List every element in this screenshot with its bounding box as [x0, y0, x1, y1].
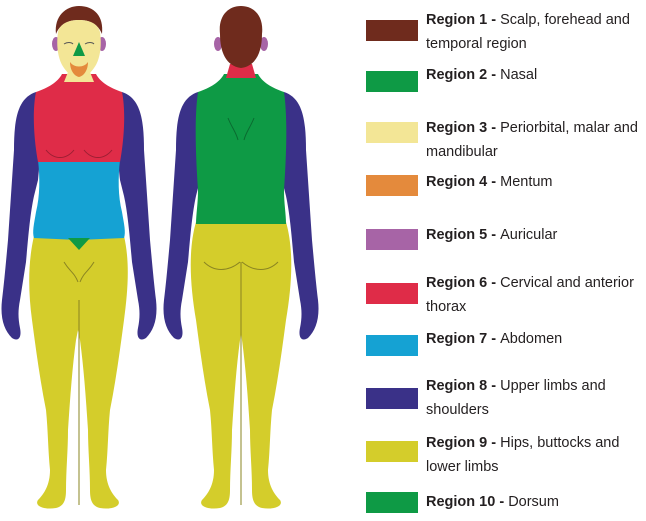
legend-swatch — [366, 175, 418, 196]
legend-swatch — [366, 122, 418, 143]
legend-swatch — [366, 229, 418, 250]
legend-text: Region 10 - Dorsum — [426, 490, 644, 514]
legend-text: Region 2 - Nasal — [426, 63, 644, 87]
legend-swatch — [366, 283, 418, 304]
legend-text: Region 9 - Hips, buttocks and lower limb… — [426, 431, 644, 479]
legend-text: Region 8 - Upper limbs and shoulders — [426, 374, 644, 422]
legend-swatch — [366, 492, 418, 513]
legend-swatch — [366, 388, 418, 409]
legend-text: Region 3 - Periorbital, malar and mandib… — [426, 116, 644, 164]
legend-text: Region 1 - Scalp, forehead and temporal … — [426, 8, 644, 56]
legend-swatch — [366, 441, 418, 462]
legend-swatch — [366, 71, 418, 92]
legend-text: Region 6 - Cervical and anterior thorax — [426, 271, 644, 319]
legend-swatch — [366, 335, 418, 356]
legend-swatch — [366, 20, 418, 41]
legend-text: Region 4 - Mentum — [426, 170, 644, 194]
legend-text: Region 7 - Abdomen — [426, 327, 644, 351]
legend-text: Region 5 - Auricular — [426, 223, 644, 247]
